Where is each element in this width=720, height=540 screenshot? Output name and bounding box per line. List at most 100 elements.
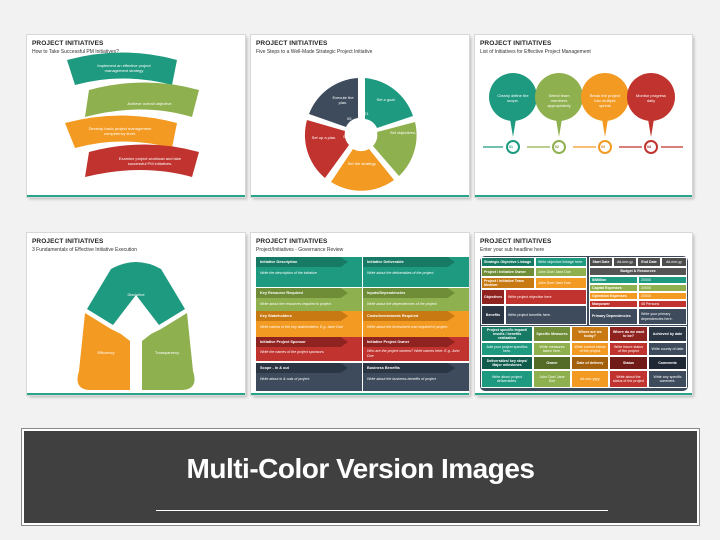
row-value: Write project objective here. xyxy=(505,289,587,305)
grid-cell: dd-mm-yyyy xyxy=(571,370,609,388)
grid-cell: Write future status of the project xyxy=(609,342,648,356)
curved-banners-graphic xyxy=(65,52,199,177)
slide-subtitle: Enter your sub headline here xyxy=(480,247,545,253)
grid-header: Deliverables/ key steps/ Major milestone… xyxy=(481,356,533,370)
segment-number: 02 xyxy=(383,124,388,129)
grid-header: Achieved by date xyxy=(648,326,687,342)
slide-subtitle: How to Take Successful PM Initiatives? xyxy=(32,49,119,55)
budget-label: Primary Dependencies xyxy=(589,308,638,325)
grid-cell: Write county of date xyxy=(648,342,687,356)
part-label: Discipline xyxy=(127,292,145,297)
slide-thumbnail-governance-review[interactable]: PROJECT INITIATIVES Project/Initiatives … xyxy=(251,233,469,395)
segment-label: Execute the plan. xyxy=(332,95,354,105)
budget-value: Write your primary dependencies here. xyxy=(638,308,687,325)
banner-title: Multi-Color Version Images xyxy=(186,453,535,484)
budget-value: 20000 xyxy=(638,284,687,292)
grid-cell: John Doe/ Jane Doe xyxy=(533,370,571,388)
budget-header: Budget & Resources xyxy=(589,267,687,276)
slide-accent-bar xyxy=(27,195,245,197)
grid-header: Owner xyxy=(533,356,571,370)
end-date-value: dd-mm-yy xyxy=(661,257,687,267)
banner-underline xyxy=(156,510,608,511)
pin-number: 01 xyxy=(509,145,513,149)
row-value: Write objective linkage here. xyxy=(535,257,587,267)
slide-thumbnail-initiative-charter[interactable]: PROJECT INITIATIVES Enter your sub headl… xyxy=(475,233,692,395)
row-label: Strategic Objective Linkage xyxy=(481,257,535,267)
step-text: Implement an effective project managemen… xyxy=(97,63,151,73)
part-label: Transparency xyxy=(154,350,180,355)
pin-number: 04 xyxy=(647,145,651,149)
segment-number: 05 xyxy=(347,116,352,121)
pin-label: Clearly define the scope. xyxy=(497,93,529,103)
slide-title: PROJECT INITIATIVES xyxy=(32,238,104,245)
step-text: Examine project workload and take succes… xyxy=(118,156,182,166)
pin-number: 03 xyxy=(601,145,605,149)
slide-title: PROJECT INITIATIVES xyxy=(32,40,104,47)
budget-label: $/Million xyxy=(589,276,638,284)
slide-subtitle: Five Steps to a Well-Made Strategic Proj… xyxy=(256,49,373,55)
five-step-wheel-graphic xyxy=(304,78,417,191)
start-date-label: Start Date xyxy=(589,257,613,267)
pin-label: Monitor progress daily xyxy=(635,93,666,103)
row-value: John Doe/ Jane Doe xyxy=(535,277,587,289)
grid-cell: Write measures taken here. xyxy=(533,342,571,356)
slide-accent-bar xyxy=(251,195,469,197)
segment-label: Set a goal. xyxy=(376,97,396,102)
grid-header: Status xyxy=(609,356,648,370)
grid-header: Date of delivery xyxy=(571,356,609,370)
row-label: Project / Initiative Team Member xyxy=(481,277,535,289)
segment-label: Set the strategy. xyxy=(347,161,377,166)
end-date-label: End Date xyxy=(637,257,661,267)
row-label: Objectives xyxy=(481,289,505,305)
row-label: Project / Initiative Owner xyxy=(481,267,535,277)
segment-number: 04 xyxy=(343,134,348,139)
grid-header: Where are we today? xyxy=(571,326,609,342)
row-value: Write project benefits here. xyxy=(505,305,587,325)
budget-value: 20000 xyxy=(638,276,687,284)
slide-title: PROJECT INITIATIVES xyxy=(480,40,552,47)
slide-title: PROJECT INITIATIVES xyxy=(480,238,552,245)
slide-title: PROJECT INITIATIVES xyxy=(256,238,328,245)
slide-subtitle: Project/Initiatives - Governance Review xyxy=(256,247,344,253)
grid-cell: Write about project deliverables. xyxy=(481,370,533,388)
grid-header: Specific Measures xyxy=(533,326,571,342)
grid-header: Project specific impact/ results / benef… xyxy=(481,326,533,342)
grid-header: Where do we want to be? xyxy=(609,326,648,342)
start-date-value: dd-mm-yy xyxy=(613,257,637,267)
pin-timeline-graphic xyxy=(483,73,683,154)
section-banner: Multi-Color Version Images xyxy=(21,428,700,526)
slide-thumbnail-initiative-list[interactable]: PROJECT INITIATIVES List of Initiatives … xyxy=(475,35,692,197)
pin-label: Select team members appropriately xyxy=(547,93,571,108)
slide-accent-bar xyxy=(27,393,245,395)
budget-value: 48 Persons xyxy=(638,300,687,308)
row-value: John Doe/ Jane Doe xyxy=(535,267,587,277)
segment-number: 01 xyxy=(364,111,369,116)
part-label: Efficiency xyxy=(97,350,115,355)
budget-label: Capital Expenses xyxy=(589,284,638,292)
step-text: Achieve overall objective. xyxy=(127,101,173,106)
pin-label: Break the project into multiple sprints xyxy=(589,93,621,108)
slide-accent-bar xyxy=(475,195,692,197)
slide-thumbnail-three-fundamentals[interactable]: PROJECT INITIATIVES 3 Fundamentals of Ef… xyxy=(27,233,245,395)
budget-label: Operation Expenses xyxy=(589,292,638,300)
slide-thumbnail-five-steps[interactable]: PROJECT INITIATIVES Five Steps to a Well… xyxy=(251,35,469,197)
budget-value: 20000 xyxy=(638,292,687,300)
pin-number: 02 xyxy=(555,145,559,149)
slide-title: PROJECT INITIATIVES xyxy=(256,40,328,47)
slide-accent-bar xyxy=(251,393,469,395)
slide-thumbnail-pm-initiatives[interactable]: PROJECT INITIATIVES How to Take Successf… xyxy=(27,35,245,197)
slide-subtitle: 3 Fundamentals of Effective Initiative E… xyxy=(32,247,137,253)
grid-cell: Add your project specifics here. xyxy=(481,342,533,356)
row-label: Benefits xyxy=(481,305,505,325)
grid-cell: Write current status of the project xyxy=(571,342,609,356)
grid-header: Comments xyxy=(648,356,687,370)
triangle-graphic xyxy=(77,262,195,390)
